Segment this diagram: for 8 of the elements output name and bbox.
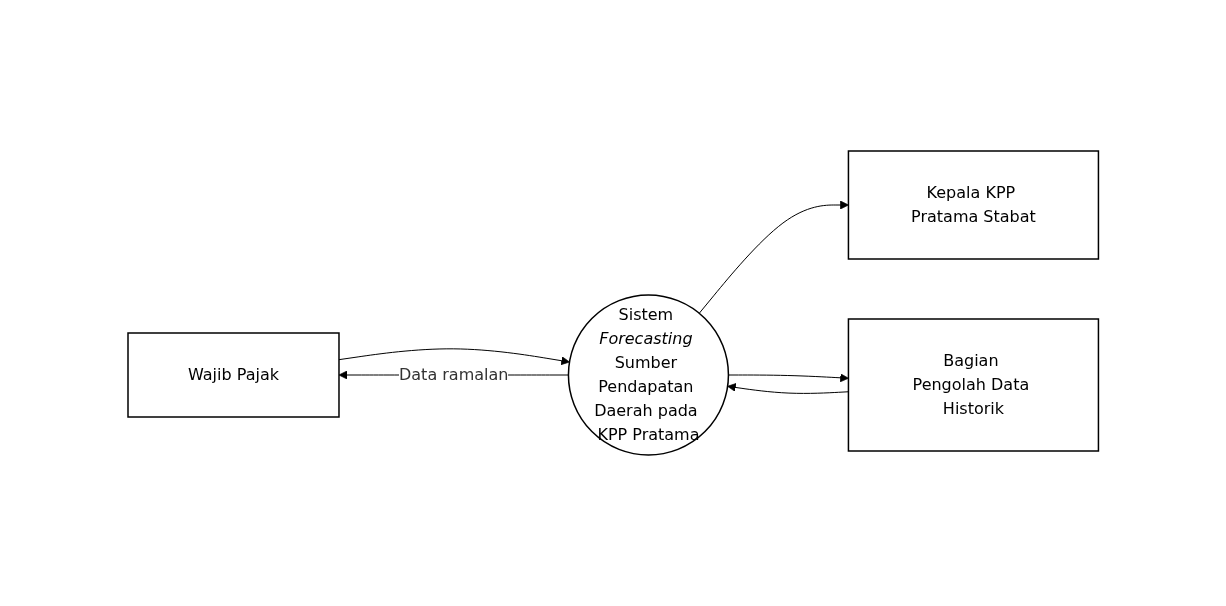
arrow: [338, 348, 570, 366]
edge-label: Data ramalan: [398, 365, 509, 384]
arrow: [727, 383, 849, 394]
node-circle: Sistem Forecasting Sumber Pendapatan Daerah pada KPP Pratama: [567, 294, 729, 456]
node-box: Bagian Pengolah Data Historik: [847, 318, 1099, 452]
arrow: [698, 200, 849, 314]
node-box: Wajib Pajak: [127, 332, 340, 418]
node-box: Kepala KPP Pratama Stabat: [847, 150, 1099, 260]
